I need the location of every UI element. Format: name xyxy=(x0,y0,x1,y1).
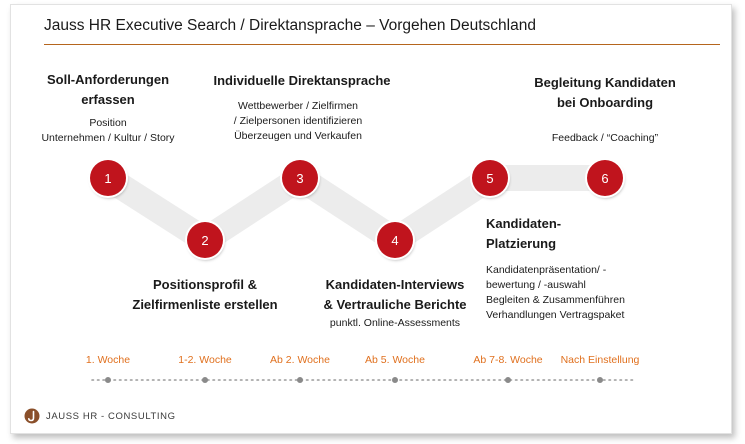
timeline-label-6: Nach Einstellung xyxy=(560,354,640,366)
timeline-label-3: Ab 2. Woche xyxy=(270,354,330,366)
step-3-detail-line-3: Überzeugen und Verkaufen xyxy=(234,130,362,142)
step-5-heading: Kandidaten- Platzierung xyxy=(486,214,561,254)
step-3-heading-line-1: Individuelle Direktansprache xyxy=(213,73,391,88)
step-6-detail-line-1: Feedback / “Coaching” xyxy=(551,132,659,144)
timeline-dot-6 xyxy=(597,377,603,383)
step-3-circle: 3 xyxy=(282,160,318,196)
step-4-detail-line-1: punktl. Online-Assessments xyxy=(329,317,461,329)
step-4-heading-line-2: & Vertrauliche Berichte xyxy=(323,297,467,312)
timeline-dot-2 xyxy=(202,377,208,383)
step-5-detail-line-3: Begleiten & Zusammenführen xyxy=(486,294,625,306)
step-1-heading-line-2: erfassen xyxy=(81,92,135,107)
step-3-detail-line-2: / Zielpersonen identifizieren xyxy=(233,115,363,127)
step-6-heading-line-2: bei Onboarding xyxy=(556,95,654,110)
title-divider xyxy=(44,44,720,45)
step-6-details: Feedback / “Coaching” xyxy=(530,131,680,146)
timeline-label-1: 1. Woche xyxy=(85,354,131,366)
company-logo: JAUSS HR - CONSULTING xyxy=(24,408,176,424)
step-4-heading-line-1: Kandidaten-Interviews xyxy=(325,277,465,292)
timeline-label-5: Ab 7-8. Woche xyxy=(473,354,543,366)
logo-text: JAUSS HR - CONSULTING xyxy=(46,410,176,422)
step-1-circle: 1 xyxy=(90,160,126,196)
step-5-details: Kandidatenpräsentation/ - bewertung / -a… xyxy=(486,263,625,323)
timeline-dot-3 xyxy=(297,377,303,383)
step-3-detail-line-1: Wettbewerber / Zielfirmen xyxy=(237,100,358,112)
timeline-label-2: 1-2. Woche xyxy=(178,354,232,366)
step-6-heading-line-1: Begleitung Kandidaten xyxy=(534,75,676,90)
step-1-heading-line-1: Soll-Anforderungen xyxy=(46,72,170,87)
step-6-heading: Begleitung Kandidaten bei Onboarding xyxy=(530,73,680,113)
step-5-heading-line-1: Kandidaten- xyxy=(486,216,562,231)
step-4-circle: 4 xyxy=(377,222,413,258)
step-3-details: Wettbewerber / Zielfirmen / Zielpersonen… xyxy=(218,99,378,144)
step-5-circle: 5 xyxy=(472,160,508,196)
step-1-heading: Soll-Anforderungen erfassen xyxy=(38,70,178,110)
step-4-heading: Kandidaten-Interviews & Vertrauliche Ber… xyxy=(320,275,470,315)
timeline-label-4: Ab 5. Woche xyxy=(365,354,425,366)
step-5-detail-line-1: Kandidatenpräsentation/ - xyxy=(486,264,607,276)
step-2-heading-line-2: Zielfirmenliste erstellen xyxy=(132,297,278,312)
step-5-detail-line-4: Verhandlungen Vertragspaket xyxy=(486,309,625,321)
step-5-detail-line-2: bewertung / -auswahl xyxy=(486,279,586,291)
timeline-dot-1 xyxy=(105,377,111,383)
step-2-circle: 2 xyxy=(187,222,223,258)
step-1-detail-line-1: Position xyxy=(89,117,127,129)
timeline-dot-5 xyxy=(505,377,511,383)
jauss-logo-icon xyxy=(24,408,40,424)
step-5-heading-line-2: Platzierung xyxy=(486,236,557,251)
page-title: Jauss HR Executive Search / Direktanspra… xyxy=(44,17,536,34)
step-1-detail-line-2: Unternehmen / Kultur / Story xyxy=(41,132,175,144)
step-2-heading: Positionsprofil & Zielfirmenliste erstel… xyxy=(130,275,280,315)
step-2-heading-line-1: Positionsprofil & xyxy=(153,277,257,292)
step-6-circle: 6 xyxy=(587,160,623,196)
timeline-dot-4 xyxy=(392,377,398,383)
step-3-heading: Individuelle Direktansprache xyxy=(212,71,392,91)
step-4-details: punktl. Online-Assessments xyxy=(320,316,470,331)
step-1-details: Position Unternehmen / Kultur / Story xyxy=(28,116,188,146)
